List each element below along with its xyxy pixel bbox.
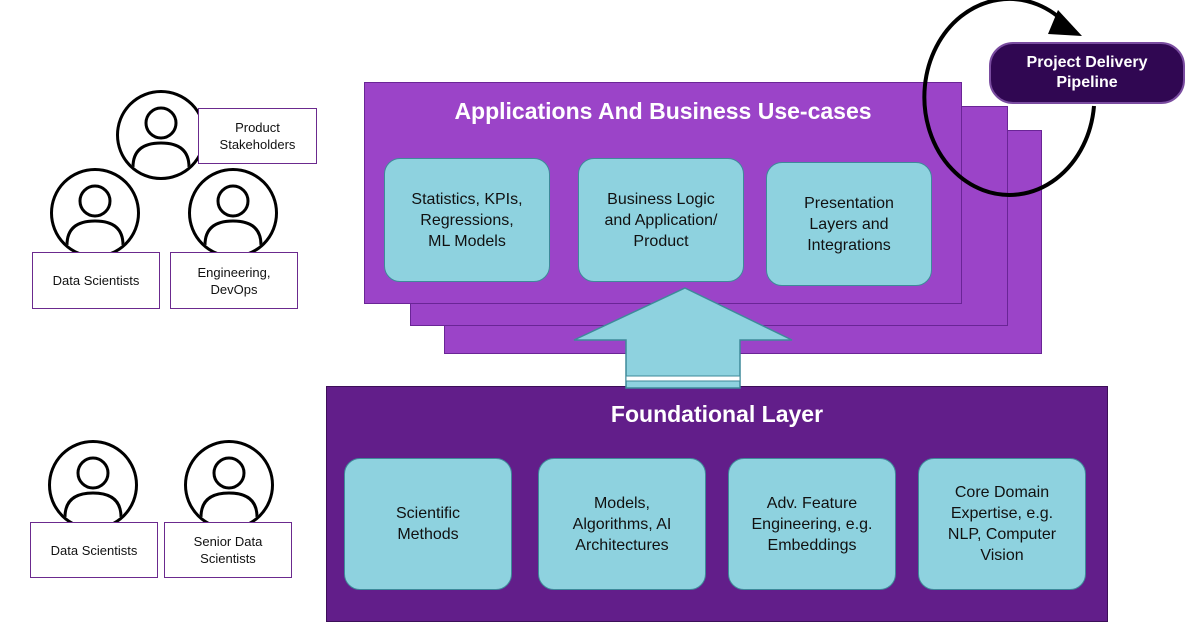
found-box-feature-engineering: Adv. Feature Engineering, e.g. Embedding…	[728, 458, 896, 590]
found-box-models: Models, Algorithms, AI Architectures	[538, 458, 706, 590]
engineering-person-icon	[188, 168, 278, 258]
project-delivery-pipeline-badge: Project Delivery Pipeline	[989, 42, 1185, 104]
applications-title: Applications And Business Use-cases	[454, 98, 872, 124]
app-box-presentation: Presentation Layers and Integrations	[766, 162, 932, 286]
data-scientist-person-icon	[48, 440, 138, 530]
foundational-title: Foundational Layer	[610, 401, 824, 427]
found-box-domain-expertise: Core Domain Expertise, e.g. NLP, Compute…	[918, 458, 1086, 590]
data-scientist-person-icon	[50, 168, 140, 258]
cycle-arrow-icon	[922, 0, 1096, 197]
data-scientists-label: Data Scientists	[30, 522, 158, 578]
senior-data-scientists-label: Senior Data Scientists	[164, 522, 292, 578]
found-box-scientific-methods: Scientific Methods	[344, 458, 512, 590]
app-box-business-logic: Business Logic and Application/ Product	[578, 158, 744, 282]
product-stakeholder-person-icon	[116, 90, 206, 180]
senior-data-scientist-person-icon	[184, 440, 274, 530]
data-scientists-label: Data Scientists	[32, 252, 160, 309]
app-box-statistics: Statistics, KPIs, Regressions, ML Models	[384, 158, 550, 282]
up-arrow-icon	[573, 287, 793, 389]
product-stakeholders-label: Product Stakeholders	[198, 108, 317, 164]
engineering-devops-label: Engineering, DevOps	[170, 252, 298, 309]
